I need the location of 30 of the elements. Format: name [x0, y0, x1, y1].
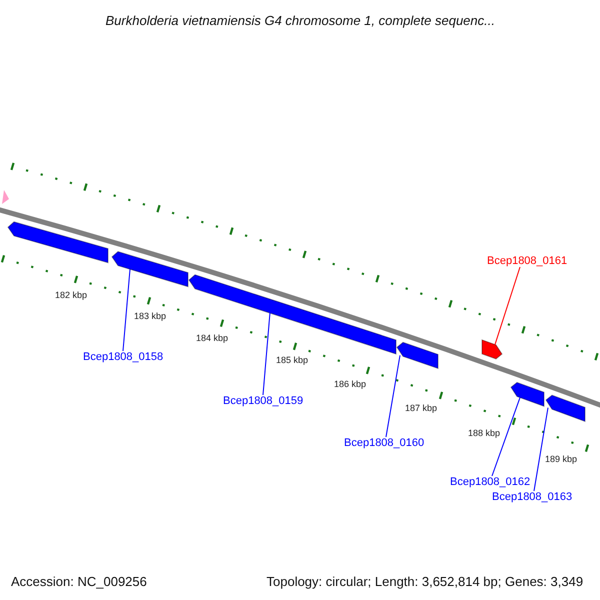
- gene-label: Bcep1808_0158: [83, 351, 164, 363]
- gene-label: Bcep1808_0161: [487, 255, 568, 267]
- gene-block: [7, 221, 108, 264]
- scale-label: 189 kbp: [545, 454, 578, 464]
- scale-label: 184 kbp: [196, 333, 228, 343]
- scale-label: 185 kbp: [276, 355, 308, 365]
- leader-line: [122, 268, 130, 352]
- scale-label: 183 kbp: [134, 311, 166, 321]
- leader-line: [534, 407, 548, 492]
- scale-label: 188 kbp: [468, 428, 500, 438]
- gene-label: Bcep1808_0163: [492, 491, 572, 503]
- scale-label: 182 kbp: [55, 290, 88, 300]
- scale-label: 187 kbp: [405, 403, 438, 413]
- chart-title: Burkholderia vietnamiensis G4 chromosome 1, complete sequenc...: [106, 12, 495, 28]
- gene-label: Bcep1808_0159: [223, 395, 304, 407]
- accession-note: Accession: NC_009256: [11, 574, 147, 588]
- gene-label: Bcep1808_0160: [344, 437, 424, 449]
- leader-line: [262, 312, 270, 396]
- gene-block: [510, 382, 544, 407]
- gene-block: [188, 274, 396, 355]
- gene-block: [545, 394, 586, 422]
- leader-line: [386, 354, 400, 438]
- gene-label: Bcep1808_0162: [450, 476, 530, 488]
- leader-line: [494, 266, 520, 346]
- gene-block: [396, 342, 438, 370]
- scale-label: 186 kbp: [334, 379, 366, 389]
- gene-block: [111, 251, 188, 288]
- leader-line: [492, 397, 520, 476]
- gene-block: [482, 339, 503, 360]
- sequence-summary: Topology: circular; Length: 3,652,814 bp; Genes: 3,349: [266, 574, 584, 588]
